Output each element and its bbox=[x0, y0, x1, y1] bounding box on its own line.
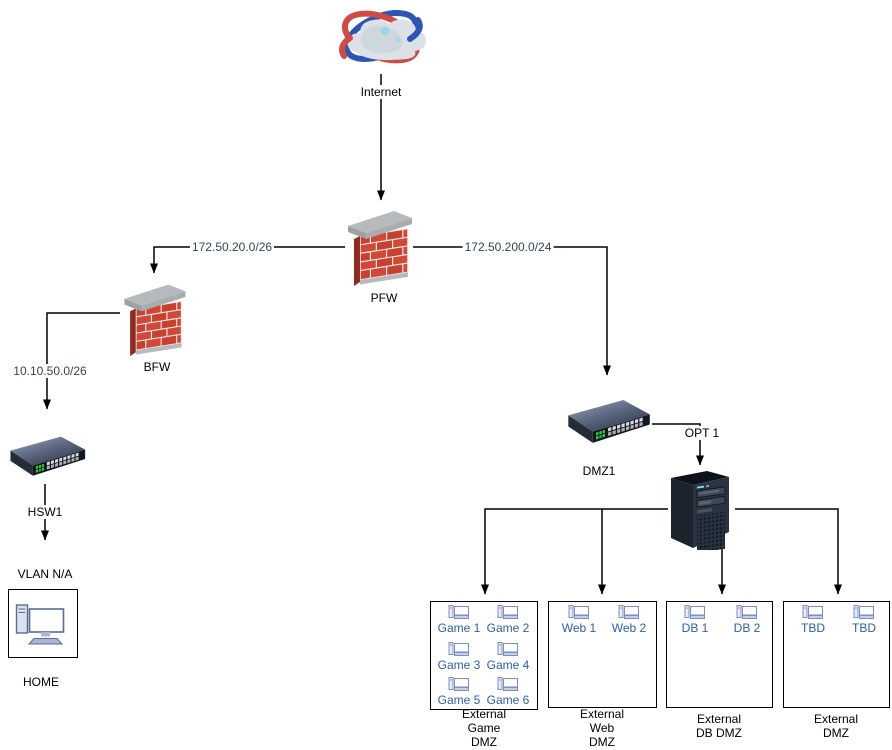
server-tower-icon bbox=[665, 468, 735, 550]
workstation-icon bbox=[853, 605, 874, 619]
zone-external-web-dmz: Web 1 Web 2 bbox=[548, 601, 657, 708]
subnet-label-pfw-dmz: 172.50.200.0/24 bbox=[462, 240, 554, 254]
subnet-label-pfw-bfw: 172.50.20.0/26 bbox=[189, 240, 275, 254]
host-game-1: Game 1 bbox=[434, 604, 484, 635]
zone-caption-web: External Web DMZ bbox=[579, 707, 625, 749]
workstation-icon bbox=[736, 605, 757, 619]
workstation-icon bbox=[497, 605, 518, 619]
host-game-3: Game 3 bbox=[434, 641, 484, 672]
desktop-computer-icon bbox=[15, 603, 65, 644]
host-web-1: Web 1 bbox=[554, 604, 604, 635]
hsw1-label: HSW1 bbox=[25, 505, 65, 519]
workstation-icon bbox=[448, 642, 469, 656]
firewall-bfw-icon bbox=[117, 276, 189, 358]
home-workstation-box bbox=[8, 589, 78, 658]
vlan-label: VLAN N/A bbox=[17, 567, 73, 581]
workstation-icon bbox=[684, 605, 705, 619]
host-tbd-1: TBD bbox=[788, 604, 838, 635]
workstation-icon bbox=[497, 642, 518, 656]
host-game-6: Game 6 bbox=[483, 676, 533, 707]
host-game-4: Game 4 bbox=[483, 641, 533, 672]
internet-globe-icon bbox=[336, 0, 426, 74]
switch-hsw1-icon bbox=[3, 433, 87, 485]
firewall-pfw-icon bbox=[342, 202, 414, 288]
zone-caption-game: External Game DMZ bbox=[461, 707, 507, 749]
zone-external-db-dmz: DB 1 DB 2 bbox=[666, 601, 773, 708]
host-tbd-2: TBD bbox=[839, 604, 889, 635]
host-game-2: Game 2 bbox=[483, 604, 533, 635]
opt1-label: OPT 1 bbox=[682, 426, 722, 440]
zone-external-dmz: TBD TBD bbox=[783, 601, 890, 708]
workstation-icon bbox=[448, 677, 469, 691]
workstation-icon bbox=[568, 605, 589, 619]
workstation-icon bbox=[448, 605, 469, 619]
host-game-5: Game 5 bbox=[434, 676, 484, 707]
workstation-icon bbox=[618, 605, 639, 619]
internet-label: Internet bbox=[358, 85, 404, 99]
zone-external-game-dmz: Game 1 Game 2 Game 3 Game 4 Game 5 Game … bbox=[430, 601, 538, 710]
home-label: HOME bbox=[23, 675, 59, 689]
zone-caption-db: External DB DMZ bbox=[696, 712, 742, 740]
switch-dmz1-icon bbox=[560, 397, 652, 452]
host-web-2: Web 2 bbox=[604, 604, 654, 635]
pfw-label: PFW bbox=[370, 291, 398, 305]
zone-caption-external: External DMZ bbox=[813, 712, 859, 740]
dmz1-label: DMZ1 bbox=[582, 464, 616, 478]
bfw-label: BFW bbox=[143, 360, 171, 374]
host-db-1: DB 1 bbox=[670, 604, 720, 635]
subnet-label-bfw-hsw: 10.10.50.0/26 bbox=[11, 364, 89, 378]
workstation-icon bbox=[497, 677, 518, 691]
host-db-2: DB 2 bbox=[722, 604, 772, 635]
workstation-icon bbox=[802, 605, 823, 619]
